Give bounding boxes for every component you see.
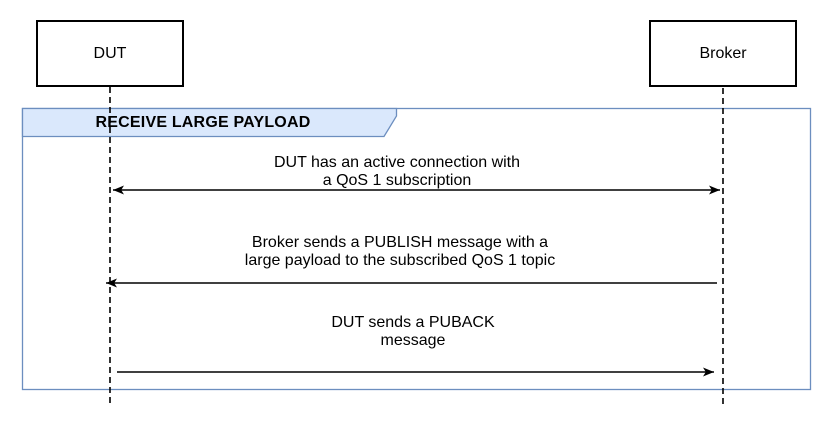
message-label-line: Broker sends a PUBLISH message with a: [251, 234, 549, 251]
message-label-active-connection: DUT has an active connection with a QoS …: [172, 154, 622, 190]
message-label-publish: Broker sends a PUBLISH message with a la…: [175, 234, 625, 270]
frame-title-banner-label: RECEIVE LARGE PAYLOAD: [95, 113, 311, 131]
message-label-line: a QoS 1 subscription: [322, 172, 472, 189]
actor-label-broker: Broker: [699, 44, 747, 62]
actor-box-broker: Broker: [649, 20, 797, 87]
message-label-line: message: [380, 332, 446, 349]
message-label-puback: DUT sends a PUBACK message: [188, 314, 638, 350]
actor-label-dut: DUT: [93, 44, 127, 62]
message-label-line: DUT sends a PUBACK: [331, 314, 495, 331]
frame-border: [21, 107, 812, 391]
message-label-line: large payload to the subscribed QoS 1 to…: [244, 252, 556, 269]
frame-title-banner-shape: [21, 107, 398, 138]
actor-box-dut: DUT: [36, 20, 184, 87]
message-label-line: DUT has an active connection with: [273, 154, 521, 171]
